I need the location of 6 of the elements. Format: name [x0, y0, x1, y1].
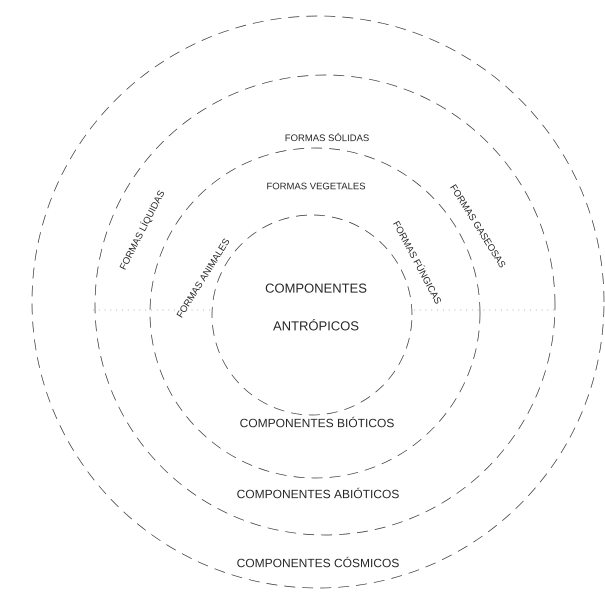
- ring-label: COMPONENTES BIÓTICOS: [240, 416, 394, 428]
- sector-label: FORMAS SÓLIDAS: [286, 132, 369, 142]
- sector-label: FORMAS VEGETALES: [267, 182, 366, 190]
- ring-label: COMPONENTES ANTRÓPICOS: [266, 284, 366, 330]
- ring-label: COMPONENTES ABIÓTICOS: [237, 488, 399, 498]
- ring-label: COMPONENTES CÓSMICOS: [237, 556, 399, 568]
